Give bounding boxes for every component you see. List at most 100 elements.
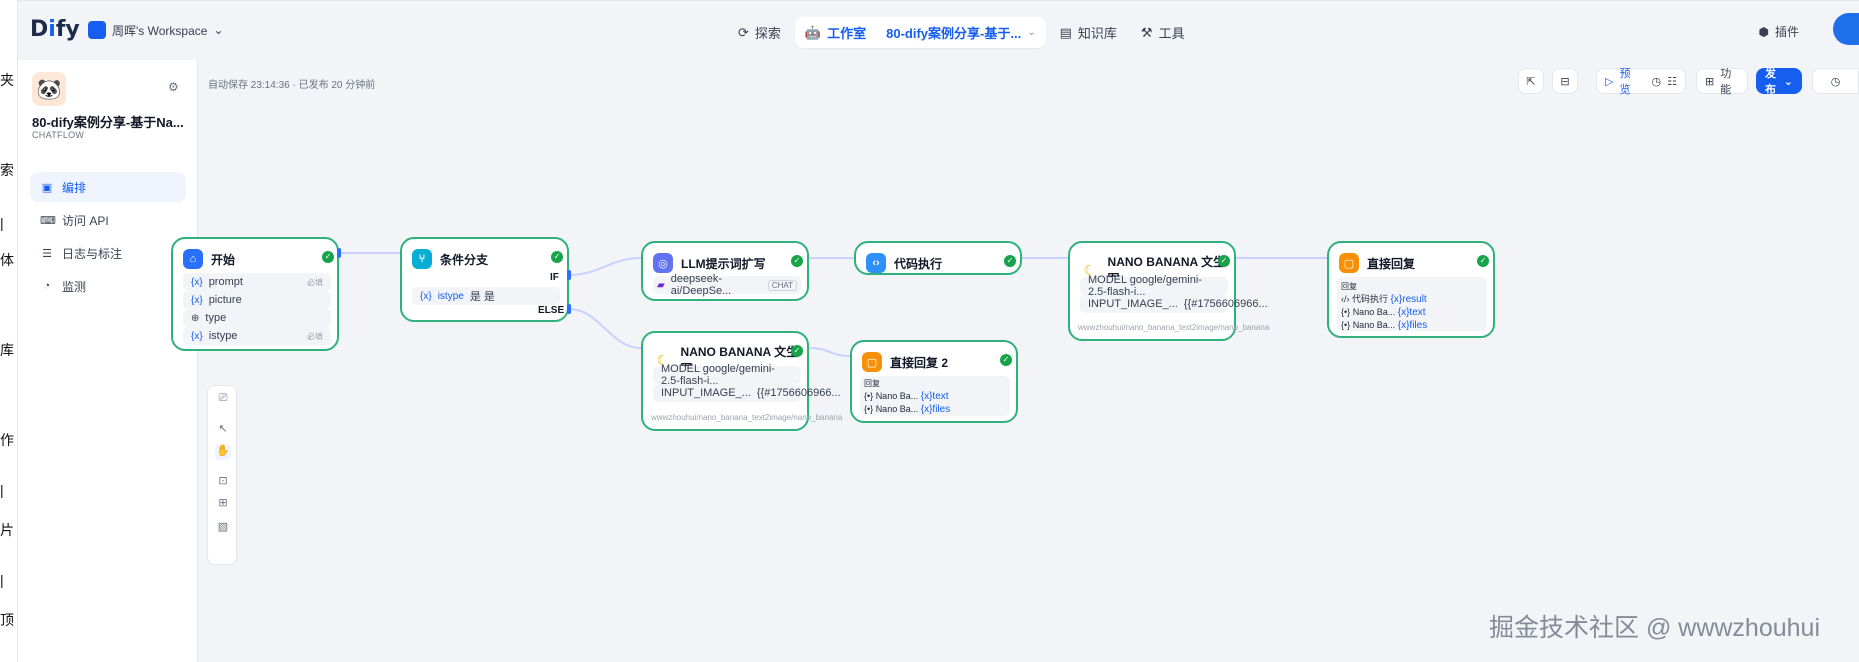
sidebar-item-monitor[interactable]: ◔ 监测 bbox=[30, 271, 186, 301]
branch-icon: ⑂ bbox=[412, 249, 432, 269]
tool-icon: {•} bbox=[864, 404, 874, 414]
dify-logo[interactable]: Dify bbox=[30, 17, 80, 42]
nav-studio[interactable]: 🤖 工作室 80-dify案例分享-基于... ⌄ bbox=[794, 17, 1046, 48]
workspace-name: 周晖's Workspace bbox=[112, 23, 208, 38]
cut-char: 体 bbox=[0, 252, 14, 268]
edge bbox=[568, 308, 642, 349]
reply-var: text bbox=[1409, 307, 1426, 318]
start-var-row: {x} picture bbox=[183, 291, 331, 309]
book-icon: ▤ bbox=[1059, 24, 1072, 40]
input-param: INPUT_IMAGE_... bbox=[1088, 298, 1178, 310]
variables-button[interactable]: ⊟ bbox=[1552, 68, 1578, 94]
top-bar: Dify 周晖's Workspace ⌄ ⟳ 探索 🤖 工作室 80-dify… bbox=[18, 0, 1859, 60]
cut-char: | bbox=[0, 572, 4, 588]
reply-var: text bbox=[932, 391, 949, 402]
cut-char: 夹 bbox=[0, 72, 14, 88]
history-icon: ◷ bbox=[1830, 75, 1841, 88]
nav-explore[interactable]: ⟳ 探索 bbox=[728, 17, 791, 48]
app-mode: CHATFLOW bbox=[32, 130, 85, 140]
node-llm[interactable]: ◎ LLM提示词扩写 ✓ ▰ deepseek-ai/DeepSe... CHA… bbox=[641, 241, 809, 301]
code-icon: ‹› bbox=[866, 253, 886, 273]
node-start[interactable]: ⌂ 开始 ✓ {x} prompt 必填 {x} picture ⊕ type … bbox=[171, 237, 339, 351]
avatar[interactable] bbox=[1833, 13, 1859, 45]
node-answer-2[interactable]: ▢ 直接回复 2 ✓ 回复 {•} Nano Ba... {x}text {•}… bbox=[850, 340, 1018, 423]
export-image-icon[interactable]: ⊡ bbox=[218, 475, 228, 487]
success-check-icon: ✓ bbox=[791, 255, 803, 267]
reply-icon: ▢ bbox=[862, 352, 882, 372]
node-title: 直接回复 2 bbox=[890, 355, 949, 370]
required-label: 必填 bbox=[307, 277, 323, 287]
publish-label: 发布 bbox=[1765, 68, 1776, 96]
variable-icon: {x} bbox=[191, 294, 203, 306]
sidebar-item-label: 访问 API bbox=[62, 213, 109, 228]
tool-icon: {•} bbox=[1341, 320, 1351, 330]
settings-sliders-icon[interactable]: ⚙ bbox=[168, 80, 179, 94]
node-header: ▢ 直接回复 2 bbox=[862, 352, 948, 372]
current-app-name[interactable]: 80-dify案例分享-基于... bbox=[886, 26, 1022, 41]
node-if-else[interactable]: ⑂ 条件分支 ✓ IF {x} istype 是 是 ELSE bbox=[400, 237, 569, 322]
variable-icon: ⊟ bbox=[1560, 75, 1570, 88]
history-panel-button[interactable]: ◷ bbox=[1812, 68, 1859, 94]
pointer-icon[interactable]: ↖ bbox=[218, 423, 228, 435]
sidebar-item-label: 监测 bbox=[62, 279, 87, 294]
history-icon[interactable]: ◷ bbox=[1651, 75, 1662, 88]
nav-explore-label: 探索 bbox=[754, 26, 781, 41]
node-header: ⑂ 条件分支 bbox=[412, 249, 488, 269]
nav-tools[interactable]: ⚒ 工具 bbox=[1131, 17, 1195, 48]
terminal-icon: ⌨ bbox=[40, 214, 56, 227]
var-name: picture bbox=[208, 294, 242, 306]
else-handle[interactable] bbox=[567, 304, 571, 314]
sidebar-item-orchestrate[interactable]: ▣ 编排 bbox=[30, 172, 186, 202]
node-nano-banana-2[interactable]: ☾ NANO BANANA 文生图 ✓ MODEL google/gemini-… bbox=[641, 331, 842, 431]
plugin-source: wwwzhouhui/nano_banana_text2image/nano_b… bbox=[651, 413, 843, 422]
if-handle[interactable] bbox=[567, 270, 571, 280]
reply-src: 代码执行 bbox=[1352, 294, 1389, 304]
env-button[interactable]: ⇱ bbox=[1518, 68, 1544, 94]
node-header: ◎ LLM提示词扩写 bbox=[653, 253, 766, 273]
condition-operator: 是 是 bbox=[469, 291, 495, 303]
organize-blocks-icon[interactable]: ⊞ bbox=[218, 497, 228, 509]
workflow-canvas[interactable]: 自动保存 23:14:36 · 已发布 20 分钟前 ⇱ ⊟ ▷ 预览 ◷ ☷ … bbox=[198, 60, 1859, 662]
input-param: INPUT_IMAGE_... bbox=[661, 387, 751, 399]
tool-icon: ⚒ bbox=[1140, 24, 1153, 40]
param-row: MODEL google/gemini-2.5-flash-i... bbox=[653, 363, 801, 387]
add-note-icon[interactable]: ⎚ bbox=[218, 392, 228, 404]
left-cut-strip: 夹 索 | 体 库 作 | 片 | 顶 bbox=[0, 0, 18, 662]
plugin-button[interactable]: ⬢ 插件 bbox=[1759, 23, 1800, 40]
robot-icon: 🤖 bbox=[804, 24, 822, 40]
publish-button[interactable]: 发布 ⌄ bbox=[1756, 68, 1802, 96]
reply-line: ‹/› 代码执行 {x}result bbox=[1341, 293, 1483, 306]
sidebar-item-api[interactable]: ⌨ 访问 API bbox=[30, 205, 186, 235]
chevron-down-icon[interactable]: ⌄ bbox=[1027, 27, 1036, 38]
reply-src: Nano Ba... bbox=[875, 391, 919, 401]
input-value: {{#1756606966... bbox=[756, 387, 841, 399]
reply-src: Nano Ba... bbox=[1352, 320, 1396, 330]
sidebar-item-logs[interactable]: ☰ 日志与标注 bbox=[30, 238, 186, 268]
node-answer-1[interactable]: ▢ 直接回复 ✓ 回复 ‹/› 代码执行 {x}result {•} Nano … bbox=[1327, 241, 1495, 338]
node-header: ⌂ 开始 bbox=[183, 249, 235, 269]
document-icon: ☰ bbox=[42, 247, 52, 260]
checklist-icon[interactable]: ☷ bbox=[1667, 75, 1677, 88]
minimap-icon[interactable]: ▧ bbox=[217, 521, 229, 533]
features-button[interactable]: ⊞ 功能 bbox=[1696, 68, 1748, 96]
node-code[interactable]: ‹› 代码执行 ✓ bbox=[854, 241, 1022, 275]
nav-studio-label: 工作室 bbox=[827, 26, 867, 41]
sidebar-item-label: 编排 bbox=[62, 180, 87, 195]
param-row: MODEL google/gemini-2.5-flash-i... bbox=[1080, 274, 1228, 298]
reply-var: files bbox=[932, 404, 951, 415]
node-nano-banana-1[interactable]: ☾ NANO BANANA 文生图 ✓ MODEL google/gemini-… bbox=[1068, 241, 1269, 341]
sidebar-item-label: 日志与标注 bbox=[62, 246, 123, 261]
plus-icon: ⊕ bbox=[191, 312, 200, 324]
edge bbox=[808, 347, 851, 357]
tool-icon: {•} bbox=[864, 391, 874, 401]
workspace-switcher[interactable]: 周晖's Workspace ⌄ bbox=[88, 21, 224, 39]
preview-label[interactable]: 预览 bbox=[1619, 68, 1631, 96]
nav-knowledge[interactable]: ▤ 知识库 bbox=[1050, 17, 1127, 48]
node-output-handle[interactable] bbox=[337, 248, 341, 258]
hand-icon[interactable]: ✋ bbox=[215, 444, 231, 460]
nav-tools-label: 工具 bbox=[1158, 26, 1185, 41]
model-name: deepseek-ai/DeepSe... bbox=[670, 273, 732, 297]
reply-line: {•} Nano Ba... {x}text bbox=[1341, 306, 1483, 319]
cut-char: 库 bbox=[0, 342, 14, 358]
play-icon[interactable]: ▷ bbox=[1605, 75, 1614, 88]
